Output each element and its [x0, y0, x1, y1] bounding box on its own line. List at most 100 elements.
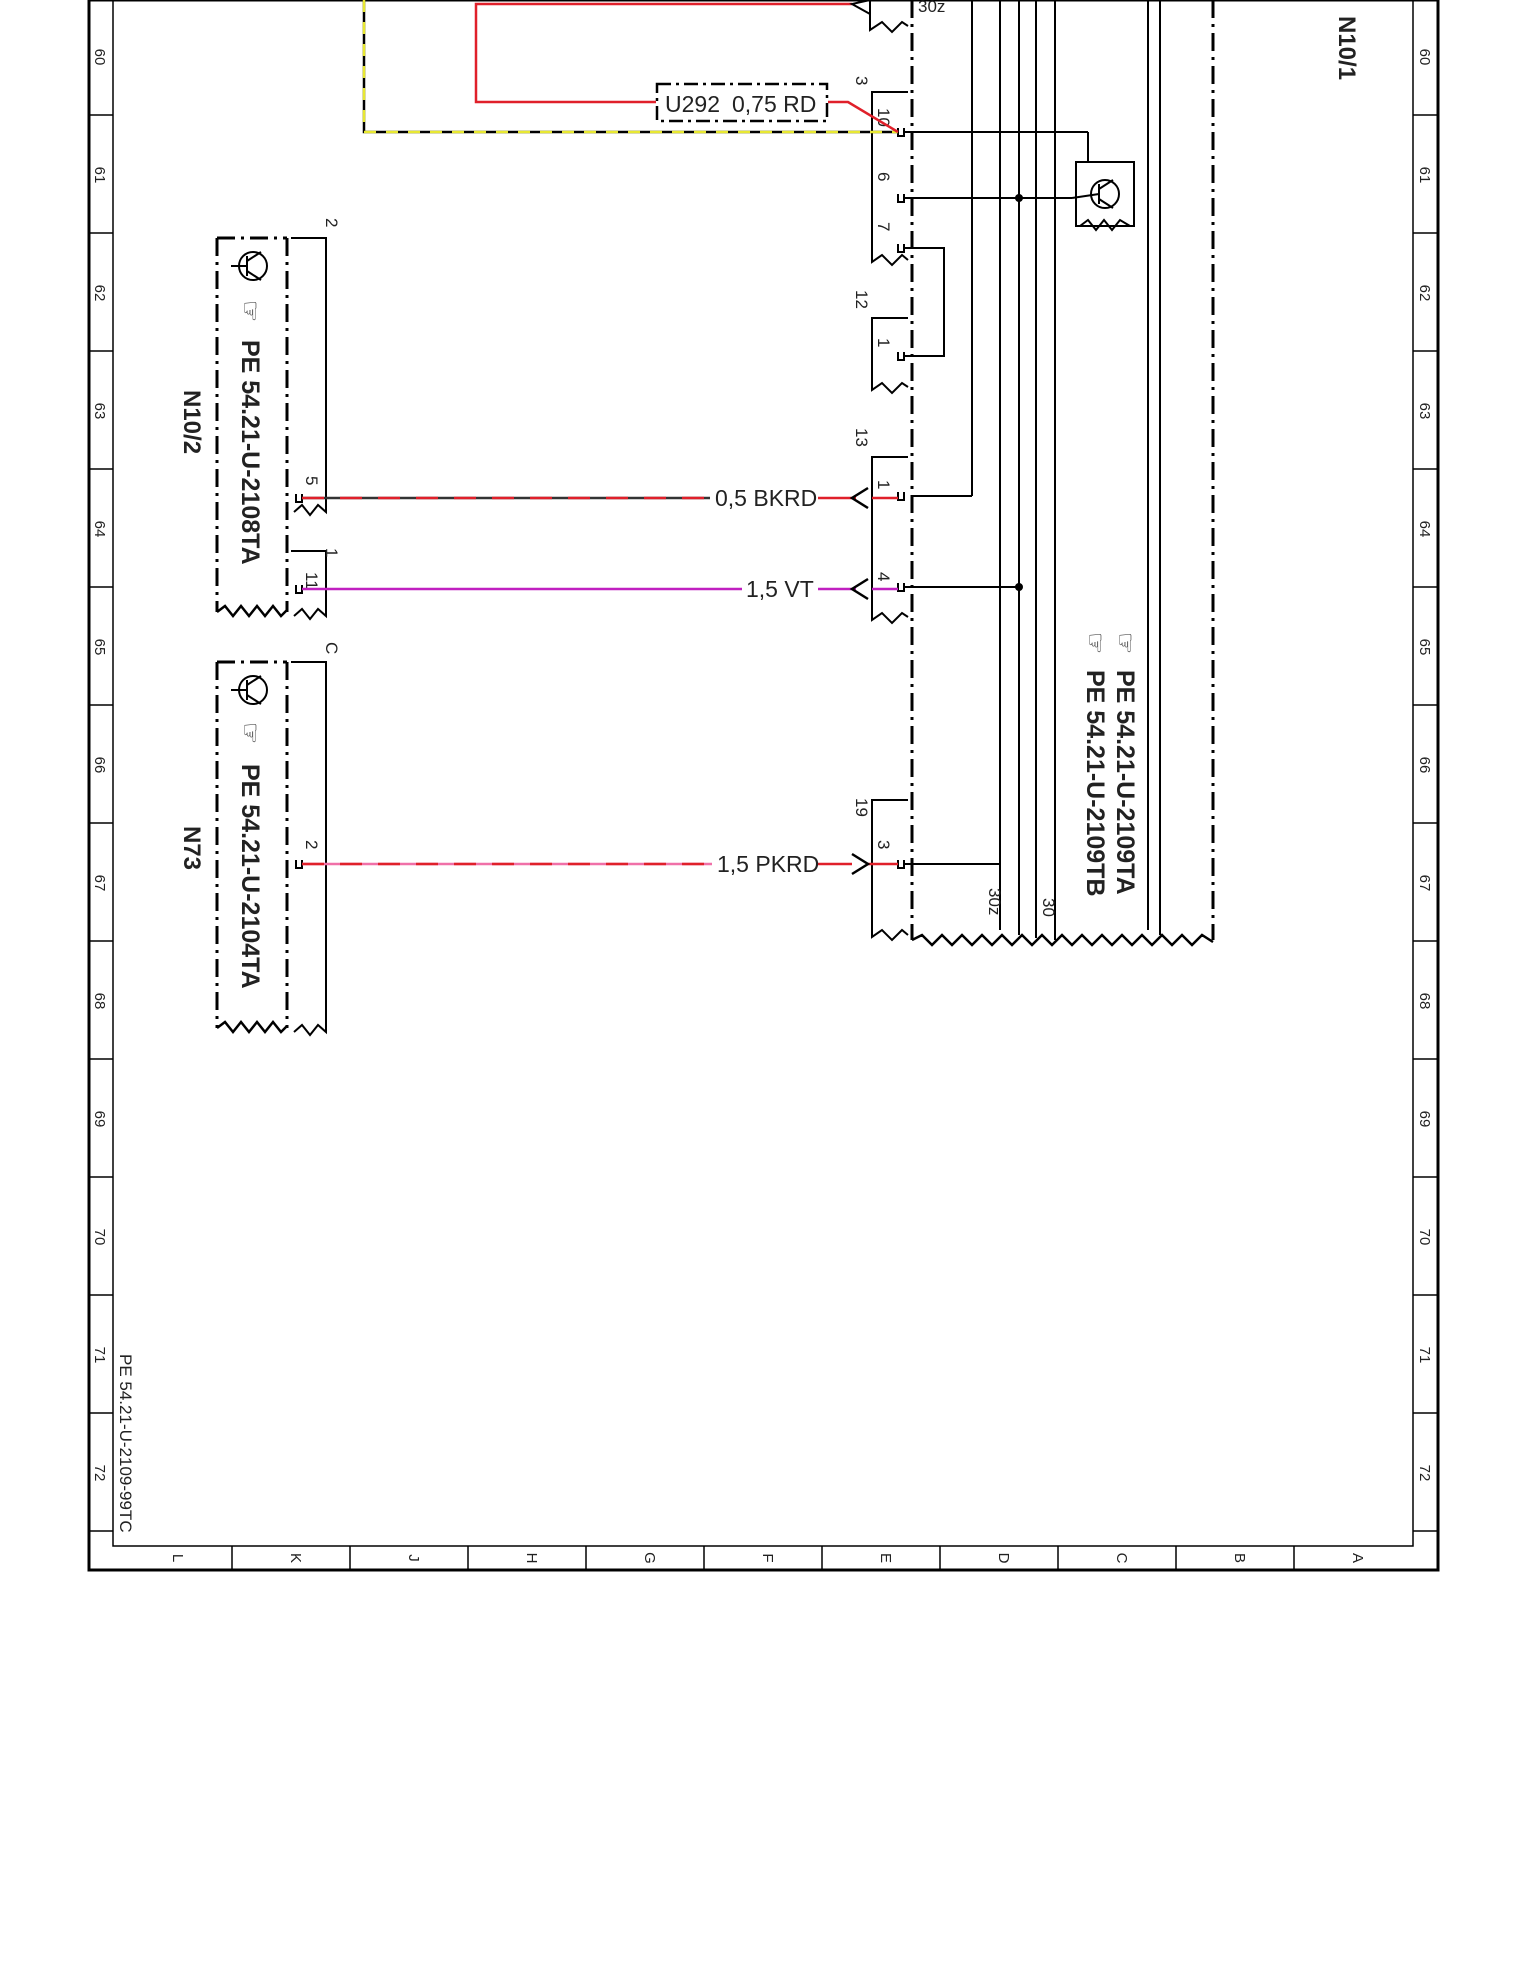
column-label: A [1349, 1553, 1366, 1563]
row-label: 71 [91, 1347, 108, 1364]
column-label: J [405, 1554, 422, 1562]
pin-number: 1 [874, 480, 893, 489]
row-label: 66 [91, 757, 108, 774]
row-label: 60 [1416, 49, 1433, 66]
column-label: H [523, 1553, 540, 1564]
connector-n10-2 [291, 237, 327, 621]
connector-number: 3 [852, 76, 871, 85]
column-label: K [287, 1553, 304, 1563]
right-ruler: 60 61 62 63 64 65 66 67 68 69 70 71 72 [1416, 49, 1433, 1482]
wire-id: U292 [665, 91, 720, 117]
pin-number: 5 [302, 476, 321, 485]
row-label: 68 [91, 993, 108, 1010]
connector-number: 2 [322, 218, 341, 227]
pin-number: 2 [302, 840, 321, 849]
bottom-ruler: L K J H G F E D C B A [169, 1552, 1366, 1564]
plug-arrow-icon [851, 852, 871, 876]
module-n10-1-label: N10/1 [1333, 16, 1360, 80]
supply-buses [912, 0, 1161, 940]
pin-number: 1 [874, 338, 893, 347]
row-label: 67 [91, 875, 108, 892]
row-label: 70 [1416, 1229, 1433, 1246]
row-label: 72 [91, 1465, 108, 1482]
page-reference: PE 54.21-U-2109TB [1081, 670, 1109, 897]
row-label: 61 [91, 167, 108, 184]
row-label: 66 [1416, 757, 1433, 774]
module-n10-2: ☞ PE 54.21-U-2108TA N10/2 [178, 236, 289, 619]
terminal-30: 30 [1039, 898, 1058, 917]
connector-number: 1 [322, 548, 341, 557]
internal-links [904, 131, 1089, 865]
module-n10-1-break [911, 933, 1214, 947]
pin-number: 11 [302, 572, 321, 590]
module-n73-label: N73 [178, 826, 205, 870]
wire-spec: 0,5 BKRD [715, 485, 817, 511]
plug-arrow-icon [849, 486, 869, 510]
drawing-number: PE 54.21-U-2109-99TC [116, 1354, 135, 1533]
page-reference: PE 54.21-U-2108TA [236, 340, 264, 565]
row-label: 62 [91, 285, 108, 302]
row-label: 65 [91, 639, 108, 656]
row-label: 63 [91, 403, 108, 420]
column-label: D [995, 1553, 1012, 1564]
page-reference: PE 54.21-U-2104TA [236, 764, 264, 989]
column-label: B [1231, 1553, 1248, 1563]
row-label: 69 [91, 1111, 108, 1128]
wire-u292-label-box: U292 0,75 RD [655, 82, 829, 123]
drawing-frame [87, 0, 1440, 1572]
references-n10-1: ☞ PE 54.21-U-2109TA ☞ PE 54.21-U-2109TB [1081, 632, 1139, 897]
connector-n10-1 [869, 0, 909, 942]
pin-number: 3 [874, 840, 893, 849]
left-ruler: 60 61 62 63 64 65 66 67 68 69 70 71 72 [91, 49, 108, 1482]
page-ref-icon: ☞ [1081, 632, 1109, 654]
row-label: 71 [1416, 1347, 1433, 1364]
transistor-icon [231, 675, 268, 705]
column-label: C [1113, 1553, 1130, 1564]
transistor-icon [1071, 179, 1120, 209]
wire-spec: 1,5 VT [746, 576, 814, 602]
pin-number: 10 [874, 108, 893, 127]
row-label: 72 [1416, 1465, 1433, 1482]
row-label: 69 [1416, 1111, 1433, 1128]
row-label: 70 [91, 1229, 108, 1246]
module-n73: ☞ PE 54.21-U-2104TA N73 [178, 660, 289, 1035]
connector-number: C [322, 642, 341, 654]
module-n10-2-label: N10/2 [178, 390, 205, 454]
row-label: 61 [1416, 167, 1433, 184]
transistor-n10-1 [1071, 161, 1135, 232]
connector-n10-1-pins: 3 10 6 7 12 1 13 1 4 19 3 [852, 76, 893, 849]
pin-number: 7 [874, 222, 893, 231]
shield-wire [362, 0, 898, 134]
page-ref-icon: ☞ [1111, 632, 1139, 654]
page-reference: PE 54.21-U-2109TA [1111, 670, 1139, 895]
page-ref-icon: ☞ [236, 300, 264, 322]
module-n10-1: N10/1 [910, 0, 1360, 947]
terminal-30z: 30z [985, 888, 1004, 915]
row-label: 63 [1416, 403, 1433, 420]
row-label: 64 [91, 521, 108, 538]
column-label: L [169, 1554, 186, 1562]
wire-spec: 1,5 PKRD [717, 851, 819, 877]
page-ref-icon: ☞ [236, 722, 264, 744]
row-label: 60 [91, 49, 108, 66]
pin-terminals [897, 128, 905, 869]
row-label: 65 [1416, 639, 1433, 656]
connector-number: 12 [852, 290, 871, 309]
terminal-30z-top: 30z [918, 0, 945, 16]
row-label: 62 [1416, 285, 1433, 302]
row-label: 67 [1416, 875, 1433, 892]
junction-dots [1015, 194, 1023, 591]
connector-number: 19 [852, 798, 871, 817]
connector-number: 13 [852, 428, 871, 447]
column-label: F [759, 1553, 776, 1562]
pin-number: 6 [874, 172, 893, 181]
transistor-icon [231, 251, 268, 281]
column-label: G [641, 1552, 658, 1564]
row-label: 64 [1416, 521, 1433, 538]
column-label: E [877, 1553, 894, 1563]
wire-u292-top-plug [849, 0, 871, 15]
plug-arrow-icon [849, 577, 869, 601]
row-label: 68 [1416, 993, 1433, 1010]
wire-spec: 0,75 RD [732, 91, 816, 117]
